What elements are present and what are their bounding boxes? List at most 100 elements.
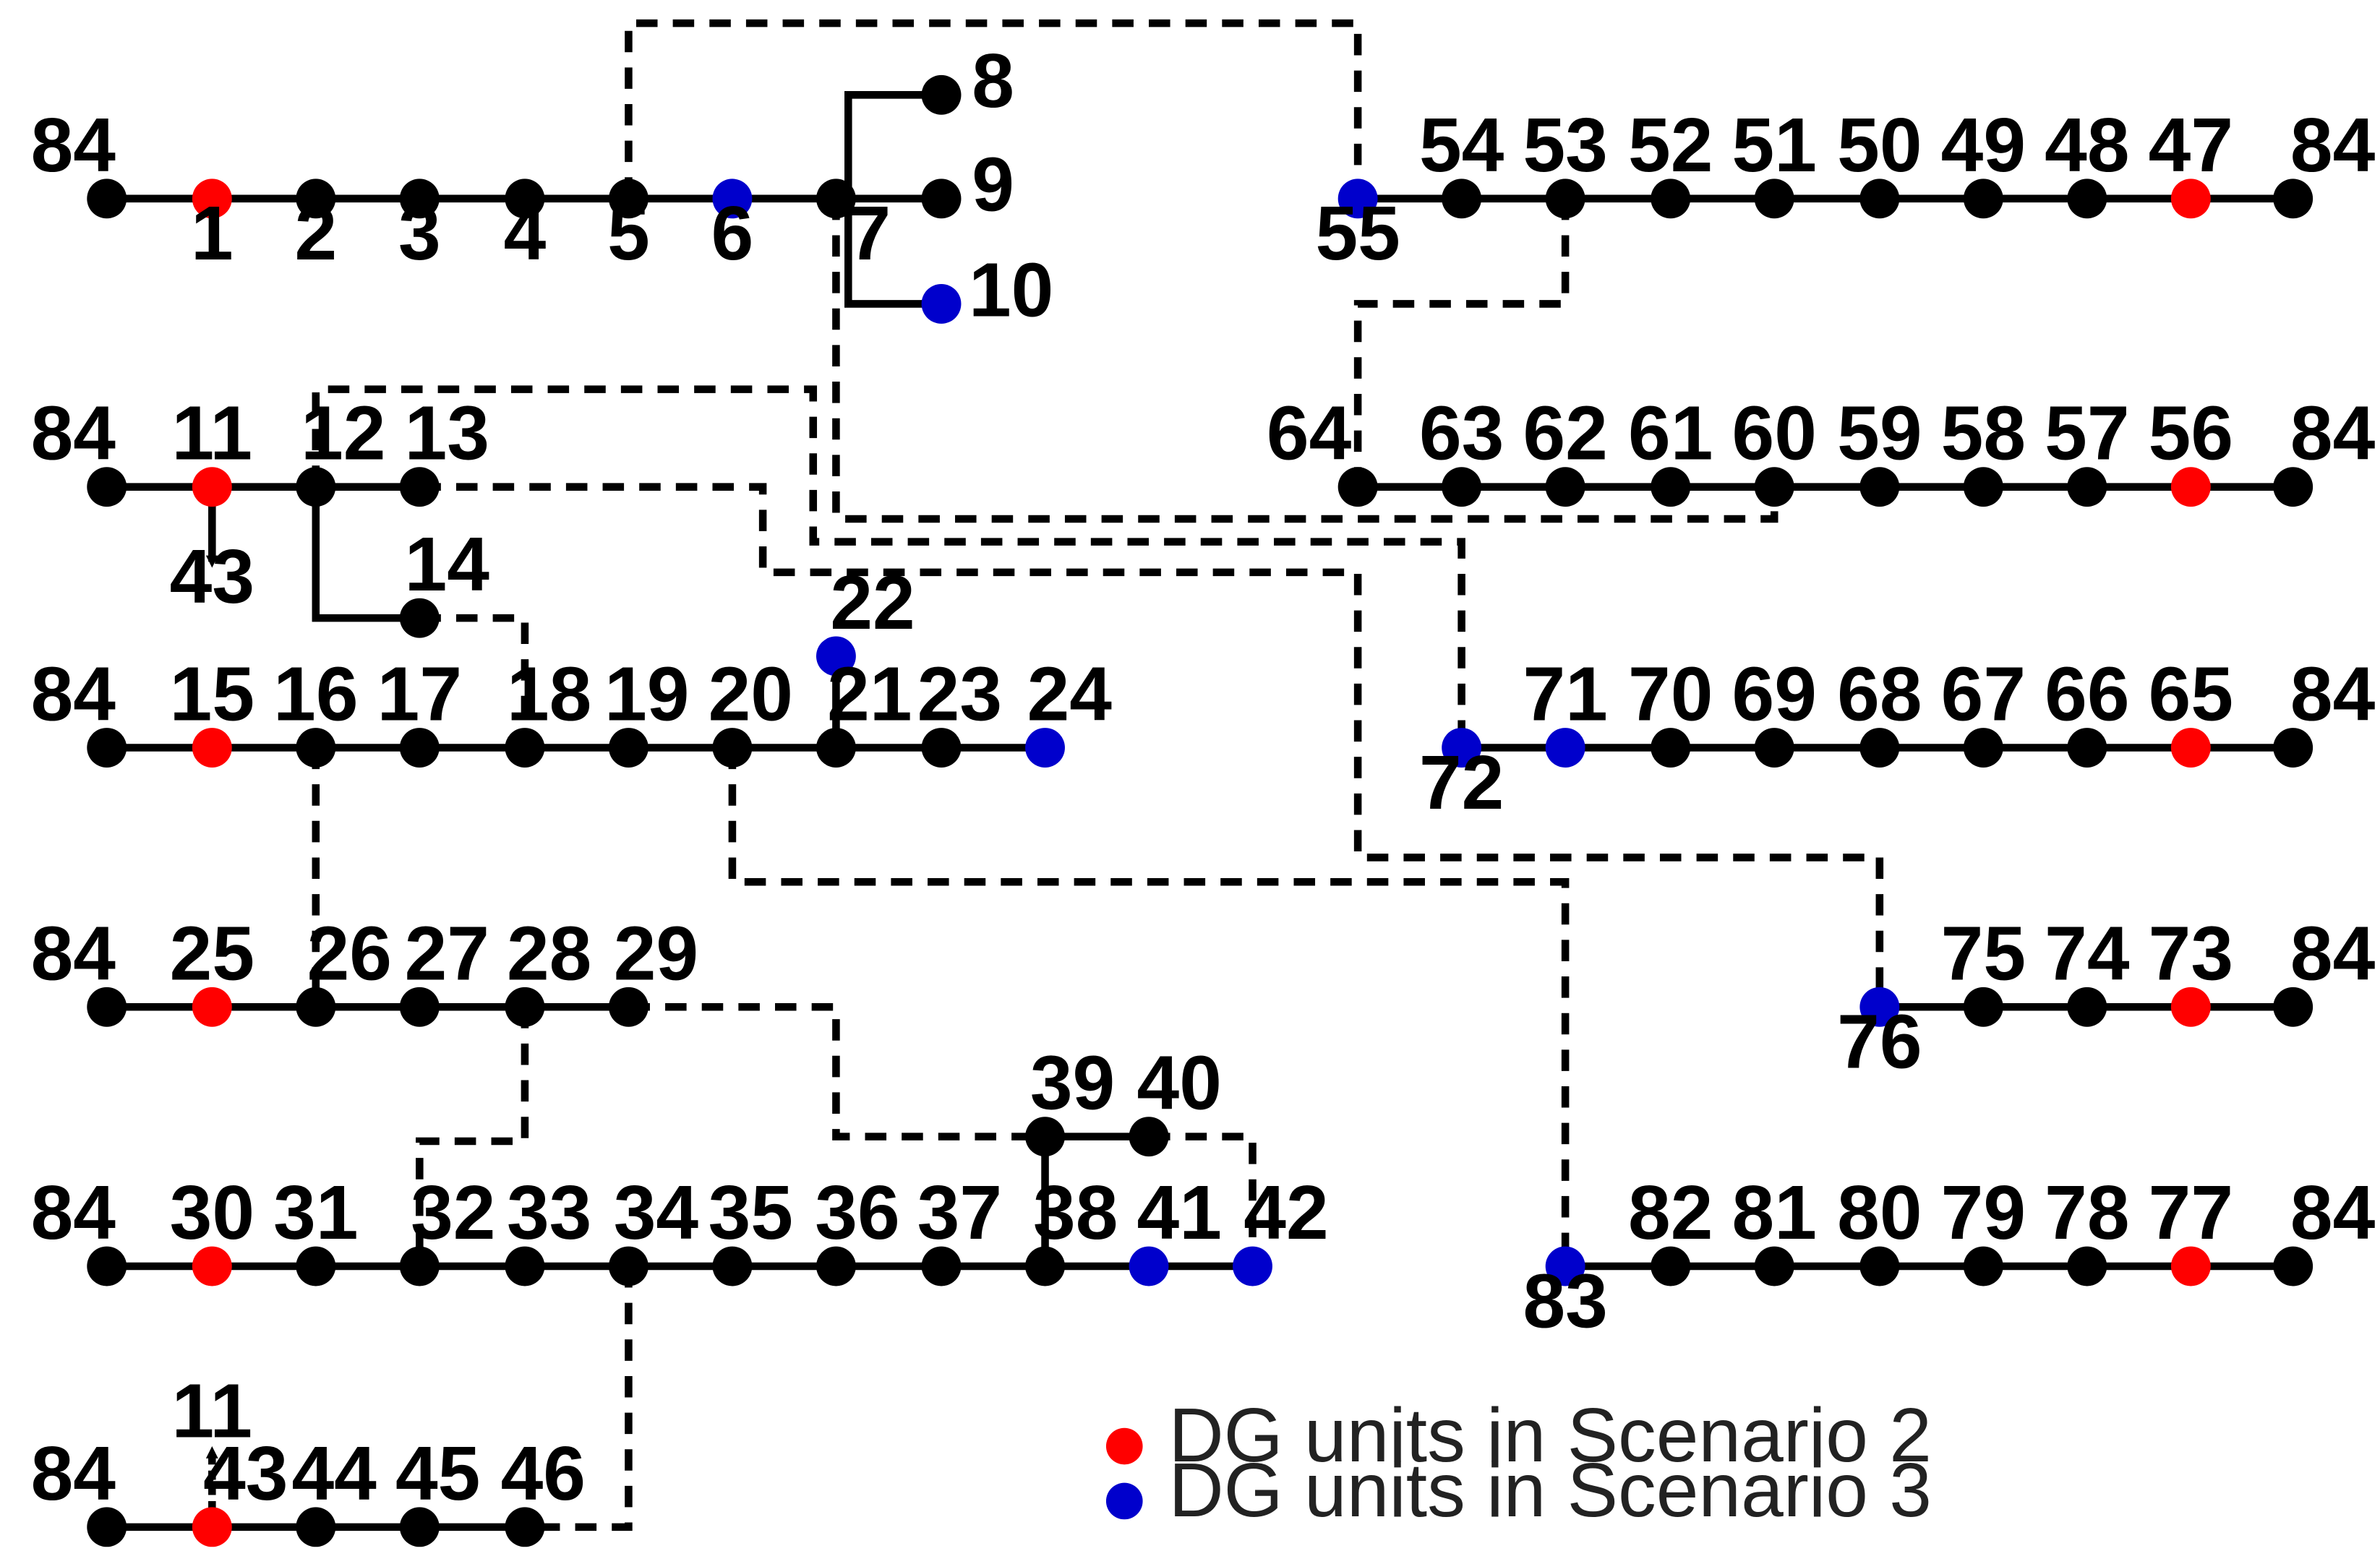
legend-red-marker [1105,1427,1143,1465]
bus-node-73 [2170,987,2211,1027]
bus-label-13: 13 [405,391,489,476]
bus-node-75 [1963,987,2003,1027]
bus-node-14 [399,598,440,638]
bus-node-43 [192,1507,232,1547]
bus-label-41: 41 [1137,1170,1222,1255]
bus-label-21: 21 [827,652,912,737]
bus-label-11: 11 [172,391,253,476]
bus-label-67: 67 [1941,652,2026,737]
tie-line [416,1007,529,1267]
bus-node-84 [87,987,127,1027]
bus-node-42 [1233,1246,1272,1286]
bus-node-10 [921,284,962,324]
bus-node-2 [296,179,336,219]
bus-node-64 [1337,467,1378,507]
bus-label-40: 40 [1137,1041,1222,1126]
bus-node-49 [1963,179,2003,219]
bus-node-19 [608,728,648,768]
bus-label-38: 38 [1033,1170,1118,1255]
bus-node-38 [1025,1246,1065,1286]
bus-node-84 [2273,987,2313,1027]
bus-label-84: 84 [2290,652,2376,737]
bus-node-84 [2273,728,2313,768]
tie-line [524,1266,633,1531]
bus-label-3: 3 [398,191,441,276]
bus-node-5 [608,179,648,219]
bus-label-33: 33 [507,1170,591,1255]
tie-line [419,614,529,748]
legend-blue-marker [1105,1482,1143,1520]
bus-label-27: 27 [405,911,489,996]
bus-node-37 [921,1246,962,1286]
bus-label-69: 69 [1732,652,1817,737]
bus-node-68 [1859,728,1900,768]
bus-label-28: 28 [507,911,591,996]
bus-label-84: 84 [31,1431,116,1516]
tie-line [628,1002,1045,1140]
bus-label-61: 61 [1628,391,1713,476]
bus-label-70: 70 [1628,652,1713,737]
bus-label-26: 26 [307,911,392,996]
bus-node-77 [2170,1246,2211,1286]
bus-label-56: 56 [2149,391,2233,476]
bus-node-79 [1963,1246,2003,1286]
bus-node-84 [87,179,127,219]
bus-node-70 [1651,728,1691,768]
bus-node-17 [399,728,440,768]
bus-node-80 [1859,1246,1900,1286]
bus-node-56 [2170,467,2211,507]
bus-label-19: 19 [604,652,689,737]
bus-node-20 [712,728,753,768]
bus-label-36: 36 [815,1170,899,1255]
tie-line [1353,198,1570,487]
bus-label-53: 53 [1523,103,1607,188]
bus-label-84: 84 [31,103,116,188]
bus-node-39 [1025,1117,1065,1157]
bus-node-84 [2273,179,2313,219]
bus-label-51: 51 [1732,103,1817,188]
tie-line [625,19,1362,199]
bus-node-61 [1651,467,1691,507]
bus-label-54: 54 [1419,103,1504,188]
bus-label-45: 45 [395,1431,480,1516]
bus-node-32 [399,1246,440,1286]
bus-node-84 [2273,467,2313,507]
bus-label-73: 73 [2149,911,2233,996]
bus-node-23 [921,728,962,768]
bus-node-28 [505,987,545,1027]
bus-node-36 [816,1246,856,1286]
bus-node-40 [1129,1117,1169,1157]
bus-node-63 [1442,467,1482,507]
bus-node-55 [1337,179,1378,219]
bus-node-51 [1754,179,1794,219]
bus-label-68: 68 [1837,652,1922,737]
bus-label-47: 47 [2149,103,2233,188]
bus-node-27 [399,987,440,1027]
bus-label-12: 12 [301,391,385,476]
bus-label-14: 14 [405,522,490,607]
arrow-label-43: 43 [170,534,254,619]
bus-node-46 [505,1507,545,1547]
bus-node-84 [87,728,127,768]
bus-label-84: 84 [2290,103,2376,188]
legend: DG units in Scenario 2 DG units in Scena… [1105,1393,1932,1533]
bus-label-78: 78 [2045,1170,2129,1255]
bus-label-42: 42 [1243,1170,1328,1255]
tie-line [312,385,1465,748]
bus-node-29 [608,987,648,1027]
bus-label-43: 43 [203,1431,288,1516]
bus-label-49: 49 [1941,103,2026,188]
bus-node-54 [1442,179,1482,219]
bus-node-15 [192,728,232,768]
bus-node-11 [192,467,232,507]
bus-label-32: 32 [411,1170,495,1255]
bus-node-78 [2067,1246,2107,1286]
bus-label-64: 64 [1267,391,1352,476]
bus-node-66 [2067,728,2107,768]
bus-node-7 [816,179,856,219]
bus-node-60 [1754,467,1794,507]
bus-label-39: 39 [1030,1041,1115,1126]
bus-node-57 [2067,467,2107,507]
bus-node-50 [1859,179,1900,219]
